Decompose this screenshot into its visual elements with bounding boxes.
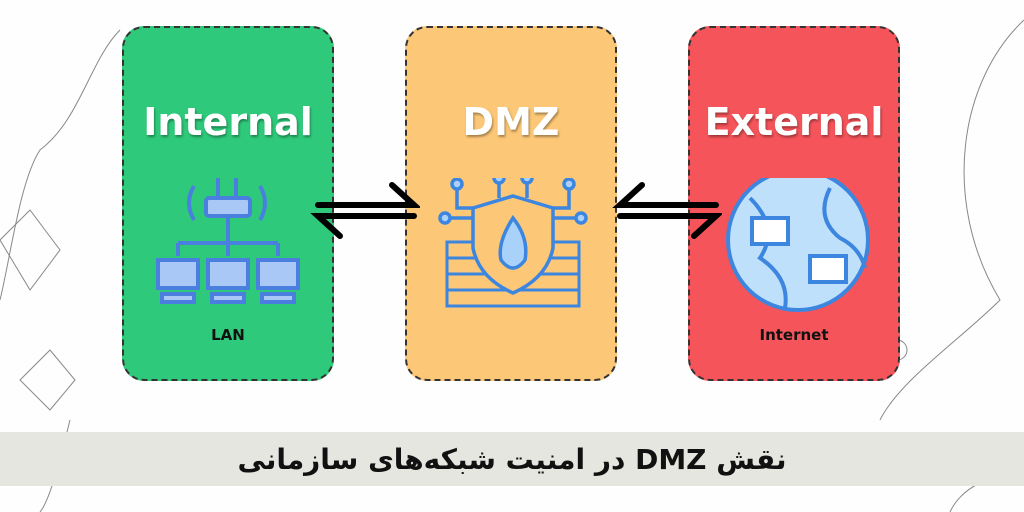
internal-zone: Internal LAN [122, 26, 334, 381]
bidirectional-arrow-dmz-external [612, 182, 722, 239]
internet-globe-icon [726, 178, 870, 312]
dmz-zone: DMZ [405, 26, 617, 381]
lan-network-icon [156, 178, 300, 304]
title-banner: نقش DMZ در امنیت شبکه‌های سازمانی [0, 432, 1024, 486]
lan-caption: LAN [211, 326, 245, 344]
firewall-shield-icon [438, 178, 588, 308]
external-title: External [704, 100, 884, 144]
bidirectional-arrow-internal-dmz [310, 182, 420, 239]
dmz-title: DMZ [462, 100, 560, 144]
internet-caption: Internet [759, 326, 829, 344]
banner-title: نقش DMZ در امنیت شبکه‌های سازمانی [237, 442, 787, 476]
internal-title: Internal [143, 100, 313, 144]
